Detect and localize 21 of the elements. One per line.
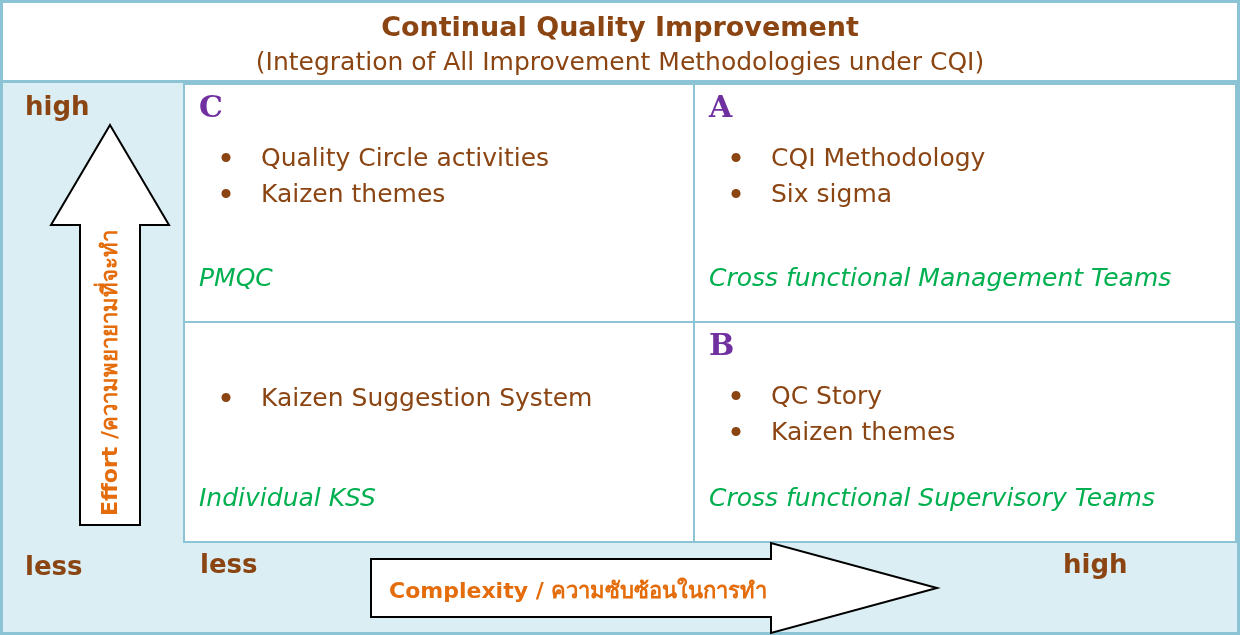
axis-label: high [25, 91, 90, 121]
subtitle: (Integration of All Improvement Methodologies under CQI) [254, 47, 986, 76]
team-label: Cross functional Supervisory Teams [709, 483, 1155, 512]
axis-label: less [25, 551, 83, 581]
axis-label: less [200, 549, 258, 579]
quadrant-letter: B [709, 327, 735, 362]
title: Continual Quality Improvement [380, 11, 860, 42]
arrow-label: Effort /ความพยายามที่จะทำ [95, 229, 123, 518]
right-arrow [369, 541, 941, 635]
team-label: PMQC [199, 263, 273, 292]
quadrant-panel [693, 321, 1237, 543]
arrow-label: Complexity / ความซับซ้อนในการทำ [389, 576, 768, 605]
quadrant-panel [183, 83, 695, 323]
quadrant-letter: C [199, 89, 223, 124]
quadrant-panel [183, 321, 695, 543]
quadrant-panel [693, 83, 1237, 323]
team-label: Cross functional Management Teams [709, 263, 1172, 292]
quadrant-letter: A [709, 89, 733, 124]
up-arrow [49, 123, 171, 527]
team-label: Individual KSS [199, 483, 376, 512]
axis-label: high [1063, 549, 1128, 579]
